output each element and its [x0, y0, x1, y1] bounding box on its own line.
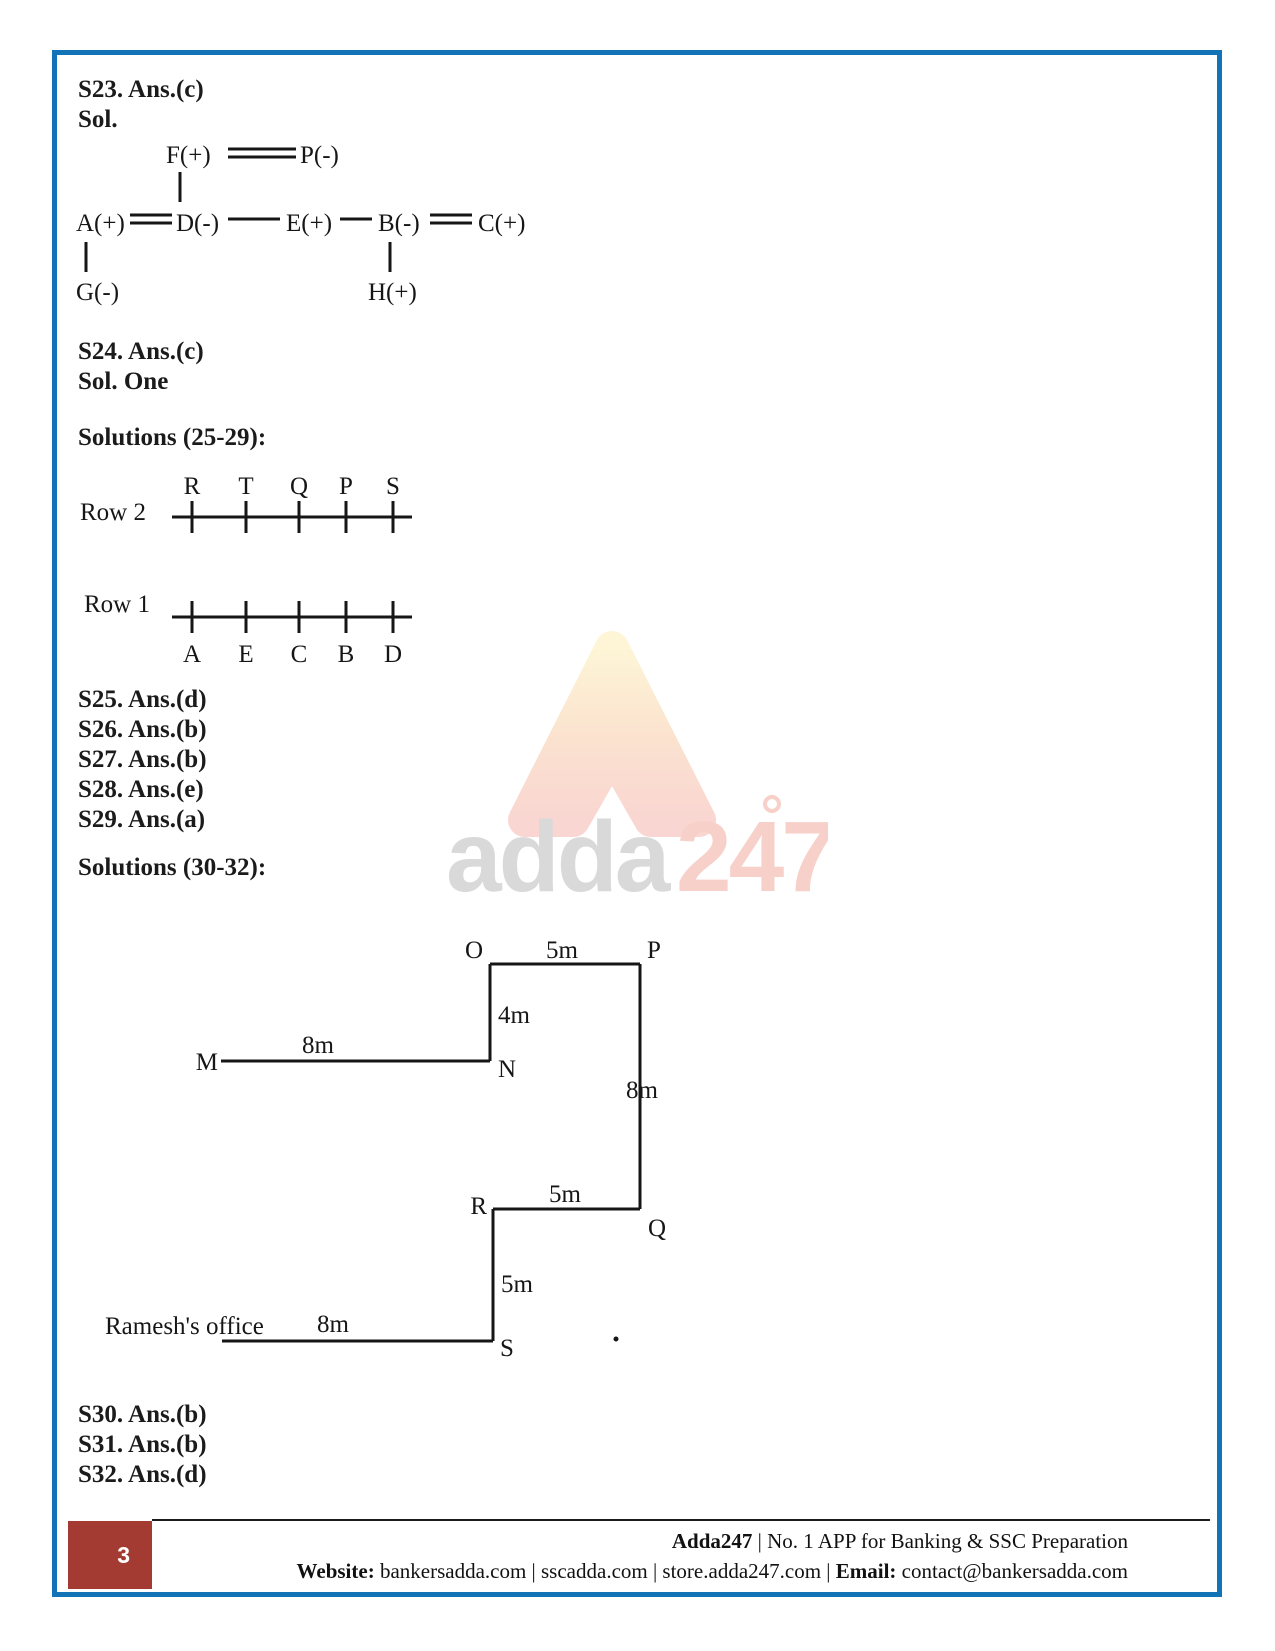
distance-o-n: 4m — [498, 1002, 531, 1029]
footer-email-label: Email: — [835, 1559, 897, 1583]
node-c: C(+) — [478, 210, 525, 237]
page-number-badge: 3 — [68, 1521, 152, 1589]
row1-seat-1: A — [183, 641, 201, 668]
row1-seat-3: C — [291, 641, 308, 668]
direction-path-diagram: O 5m P 4m M 8m N 8m R 5m Q 5m Ramesh's o… — [105, 937, 666, 1362]
node-b: B(-) — [378, 210, 420, 237]
s24-answer: S24. Ans.(c) — [78, 338, 204, 365]
row2-seat-1: R — [184, 473, 201, 500]
node-d: D(-) — [176, 210, 219, 237]
footer-websites: bankersadda.com | sscadda.com | store.ad… — [374, 1559, 836, 1583]
row2-label: Row 2 — [80, 499, 146, 526]
row1-label: Row 1 — [84, 591, 150, 618]
distance-m-n: 8m — [302, 1032, 335, 1059]
point-m: M — [196, 1049, 218, 1076]
row2-seat-4: P — [339, 473, 353, 500]
distance-office-s: 8m — [317, 1311, 350, 1338]
node-a: A(+) — [76, 210, 125, 237]
s25-answer: S25. Ans.(d) — [78, 686, 207, 713]
solutions-25-29-title: Solutions (25-29): — [78, 424, 267, 451]
point-s: S — [500, 1335, 514, 1362]
footer-website-label: Website: — [296, 1559, 375, 1583]
s24-sol-label: Sol. One — [78, 368, 169, 395]
solutions-30-32-title: Solutions (30-32): — [78, 854, 267, 881]
watermark-adda-text: adda — [446, 801, 672, 908]
row2-seat-2: T — [238, 473, 253, 500]
node-g: G(-) — [76, 279, 119, 306]
node-p: P(-) — [300, 142, 339, 169]
s23-answer: S23. Ans.(c) — [78, 76, 204, 103]
footer-text: Adda247 | No. 1 APP for Banking & SSC Pr… — [200, 1526, 1128, 1586]
s32-answer: S32. Ans.(d) — [78, 1461, 207, 1488]
watermark-triangle-icon — [508, 631, 716, 837]
watermark-247-text: 247 — [676, 801, 828, 908]
s31-answer: S31. Ans.(b) — [78, 1431, 207, 1458]
footer-line-1: Adda247 | No. 1 APP for Banking & SSC Pr… — [200, 1526, 1128, 1556]
node-e: E(+) — [286, 210, 332, 237]
point-r: R — [470, 1193, 487, 1220]
distance-o-p: 5m — [546, 937, 579, 964]
footer-email: contact@bankersadda.com — [896, 1559, 1128, 1583]
distance-r-s: 5m — [501, 1271, 534, 1298]
footer-brand: Adda247 — [671, 1529, 753, 1553]
s29-answer: S29. Ans.(a) — [78, 806, 206, 833]
footer-divider — [152, 1519, 1210, 1521]
point-n: N — [498, 1056, 516, 1083]
node-f: F(+) — [166, 142, 211, 169]
point-p: P — [647, 937, 661, 964]
footer-tagline: | No. 1 APP for Banking & SSC Preparatio… — [752, 1529, 1128, 1553]
s23-sol-label: Sol. — [78, 106, 118, 133]
row1-seat-2: E — [238, 641, 253, 668]
row1-seat-5: D — [384, 641, 402, 668]
page-number: 3 — [117, 1541, 130, 1568]
distance-r-q: 5m — [549, 1181, 582, 1208]
seating-rows-diagram: Row 2 R T Q P S Row 1 A E C B D — [80, 473, 412, 668]
row2-seat-3: Q — [290, 473, 308, 500]
point-o: O — [465, 937, 483, 964]
point-q: Q — [648, 1215, 666, 1242]
s27-answer: S27. Ans.(b) — [78, 746, 207, 773]
footer-line-2: Website: bankersadda.com | sscadda.com |… — [200, 1556, 1128, 1586]
family-tree-diagram: F(+) P(-) A(+) D(-) E(+) B(-) C(+) G(-) … — [76, 142, 525, 306]
row2-seat-5: S — [386, 473, 400, 500]
distance-p-q: 8m — [626, 1077, 659, 1104]
s26-answer: S26. Ans.(b) — [78, 716, 207, 743]
watermark-flag-icon — [763, 795, 781, 813]
stray-dot — [613, 1336, 619, 1342]
adda247-watermark-logo: adda 247 — [446, 631, 828, 908]
ramesh-office-label: Ramesh's office — [105, 1313, 264, 1340]
s30-answer: S30. Ans.(b) — [78, 1401, 207, 1428]
node-h: H(+) — [368, 279, 417, 306]
row1-seat-4: B — [338, 641, 355, 668]
s28-answer: S28. Ans.(e) — [78, 776, 204, 803]
